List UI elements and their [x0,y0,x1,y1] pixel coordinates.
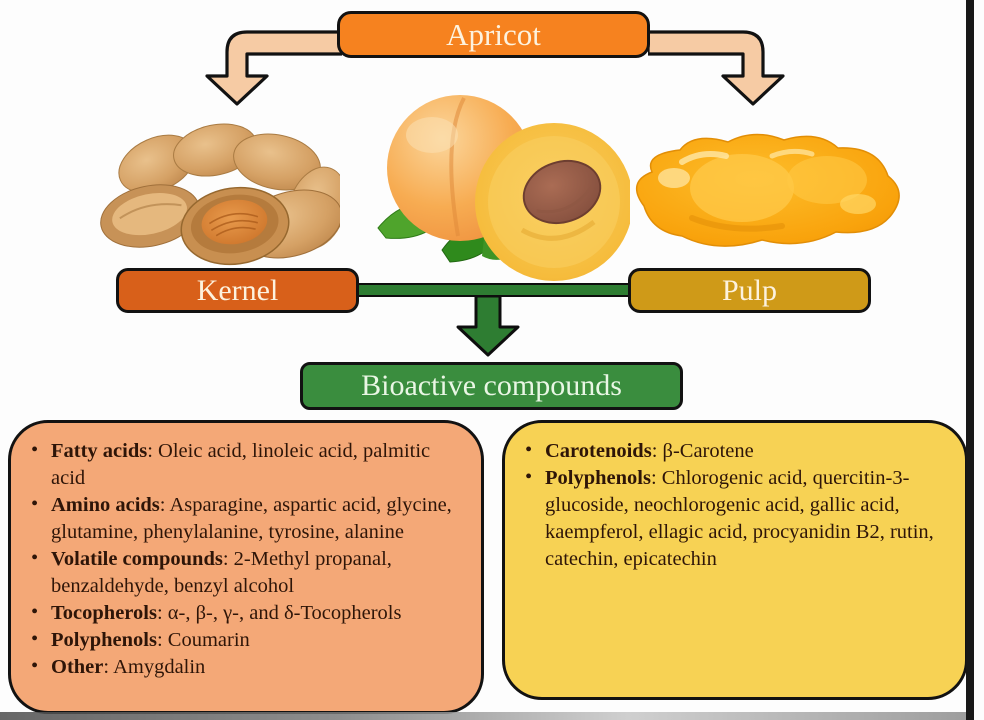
compound-category: Tocopherols [51,602,157,624]
bottom-edge-strip [0,712,966,720]
bullet: • [31,493,39,515]
bullet: • [31,601,39,623]
pulp-compounds-panel: • Carotenoids: β-Carotene • Polyphenols: C… [502,420,968,700]
apricot-title-label: Apricot [446,16,541,52]
apricot-title-node: Apricot [337,11,650,58]
list-item: • Polyphenols: Chlorogenic acid, querciti… [513,465,953,573]
list-item: • Other: Amygdalin [19,654,469,681]
kernel-node-label: Kernel [196,273,279,307]
compound-values: : α-, β-, γ-, and δ-Tocopherols [156,602,402,624]
compound-category: Polyphenols [51,629,157,651]
list-item: • Amino acids: Asparagine, aspartic acid,… [19,492,469,546]
list-item: • Polyphenols: Coumarin [19,627,469,654]
bullet: • [525,439,533,461]
right-edge-strip [966,0,974,720]
bioactive-compounds-node: Bioactive compounds [300,362,683,410]
bullet: • [31,547,39,569]
bullet: • [525,466,533,488]
compound-values: : β-Carotene [651,440,754,462]
bullet: • [31,439,39,461]
compound-values: : Coumarin [156,629,250,651]
pulp-node-label: Pulp [721,273,778,307]
list-item: • Carotenoids: β-Carotene [513,438,953,465]
bullet: • [31,628,39,650]
kernel-node: Kernel [116,268,359,313]
compound-category: Carotenoids [545,440,652,462]
bioactive-compounds-label: Bioactive compounds [361,369,622,402]
down-arrow [456,295,520,357]
compound-category: Amino acids [51,494,160,516]
pulp-image [635,133,900,247]
kernels-image [100,123,340,266]
compound-category: Other [51,656,104,678]
list-item: • Volatile compounds: 2-Methyl propanal, … [19,546,469,600]
compound-values: : Asparagine, aspartic acid, glycine, gl… [51,494,452,543]
bullet: • [31,655,39,677]
compound-values: : Chlorogenic acid, quercitin-3-glucosid… [545,467,934,570]
pulp-node: Pulp [628,268,871,313]
compound-values: : Oleic acid, linoleic acid, palmitic ac… [51,440,431,489]
compound-category: Volatile compounds [51,548,223,570]
compound-values: : Amygdalin [103,656,206,678]
kernel-compounds-list: • Fatty acids: Oleic acid, linoleic acid,… [11,423,481,681]
left-elbow-arrow [205,30,342,106]
compound-values: : 2-Methyl propanal, benzaldehyde, benzy… [51,548,392,597]
compound-category: Polyphenols [545,467,651,489]
apricot-image [377,95,630,281]
kernel-compounds-panel: • Fatty acids: Oleic acid, linoleic acid,… [8,420,484,714]
list-item: • Tocopherols: α-, β-, γ-, and δ-Tocopher… [19,600,469,627]
compound-category: Fatty acids [51,440,148,462]
list-item: • Fatty acids: Oleic acid, linoleic acid,… [19,438,469,492]
right-elbow-arrow [648,30,785,106]
pulp-compounds-list: • Carotenoids: β-Carotene • Polyphenols: C… [505,423,965,573]
